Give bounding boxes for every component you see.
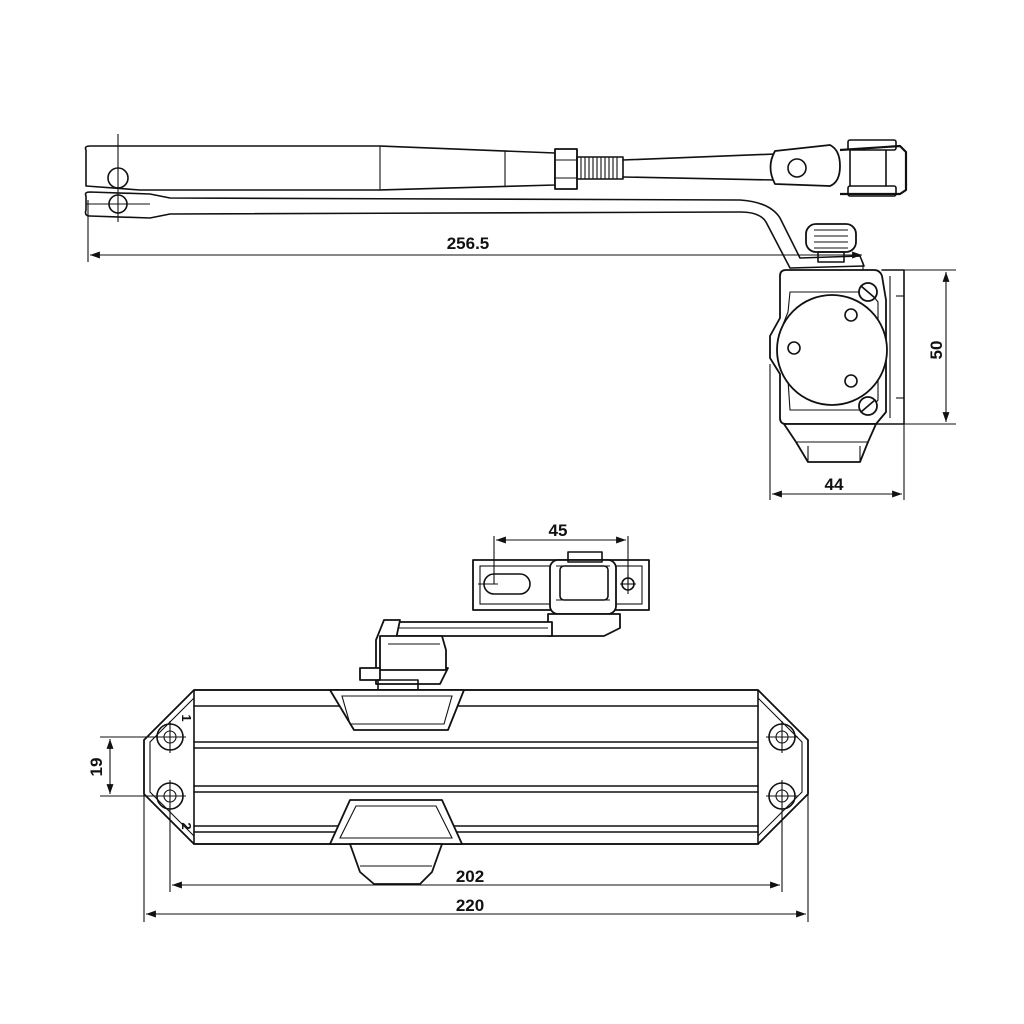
dimension-arm-length: 256.5 bbox=[87, 200, 864, 276]
dimension-label-arm-length: 256.5 bbox=[447, 234, 490, 253]
dimension-overall-length: 220 bbox=[143, 794, 809, 922]
arm-front-view bbox=[359, 613, 621, 691]
closer-body-front-view bbox=[143, 689, 809, 885]
dimension-body-height: 50 bbox=[904, 269, 956, 425]
dimension-hole-spacing-vertical: 19 bbox=[87, 736, 170, 797]
hole-label-1: 1 bbox=[179, 714, 194, 721]
arm-assembly-side-view bbox=[84, 134, 908, 269]
dimension-label-hole-spacing-horizontal: 202 bbox=[456, 867, 484, 886]
dimension-label-body-height: 50 bbox=[927, 341, 946, 360]
dimension-bracket-hole-spacing: 45 bbox=[493, 521, 629, 584]
dimension-label-bracket-hole-spacing: 45 bbox=[549, 521, 568, 540]
mounting-hole-top-right bbox=[766, 721, 798, 753]
closer-body-end-view bbox=[769, 269, 905, 463]
hole-label-2: 2 bbox=[179, 822, 194, 829]
dimension-body-depth: 44 bbox=[769, 364, 905, 500]
dimension-label-body-depth: 44 bbox=[825, 475, 844, 494]
dimension-hole-spacing-horizontal: 202 bbox=[169, 812, 783, 892]
mounting-bracket bbox=[472, 551, 650, 615]
dimension-label-overall-length: 220 bbox=[456, 896, 484, 915]
mounting-hole-bottom-right bbox=[766, 780, 798, 812]
dimension-label-hole-spacing-vertical: 19 bbox=[87, 758, 106, 777]
